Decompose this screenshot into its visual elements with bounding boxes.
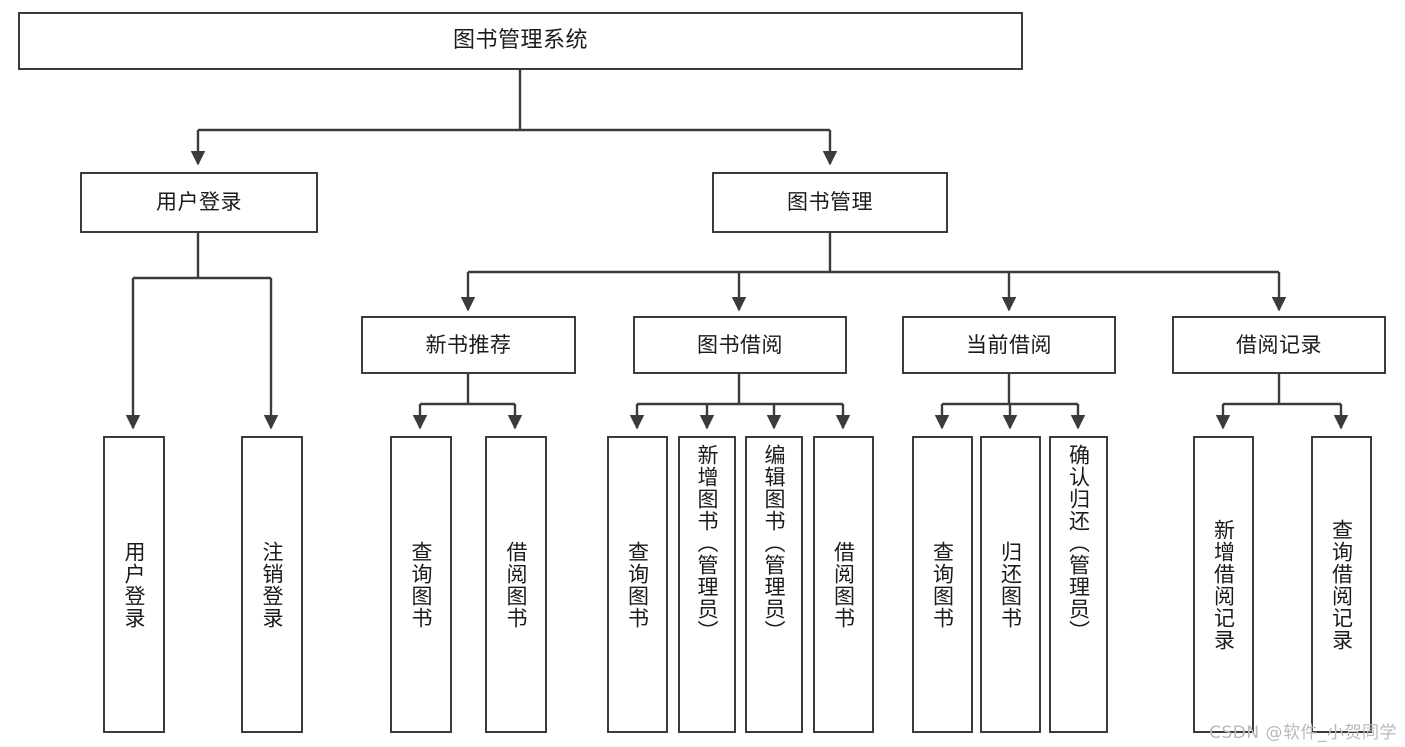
node-leaf-confirm-return[interactable]: 确认归还（管理员） [1049, 436, 1108, 733]
node-leaf-edit-book-label: 编辑图书（管理员） [762, 444, 787, 642]
node-leaf-add-book[interactable]: 新增图书（管理员） [678, 436, 736, 733]
node-book-management[interactable]: 图书管理 [712, 172, 948, 233]
node-leaf-add-book-label: 新增图书（管理员） [695, 444, 720, 642]
node-leaf-borrow-book-2[interactable]: 借阅图书 [813, 436, 874, 733]
node-leaf-query-book-2-label: 查询图书 [625, 540, 650, 629]
node-leaf-query-borrow-record[interactable]: 查询借阅记录 [1311, 436, 1372, 733]
node-leaf-borrow-book-1[interactable]: 借阅图书 [485, 436, 547, 733]
node-leaf-user-login-label: 用户登录 [122, 540, 147, 629]
node-leaf-query-book-3[interactable]: 查询图书 [912, 436, 973, 733]
node-user-login[interactable]: 用户登录 [80, 172, 318, 233]
node-current-borrow-label: 当前借阅 [966, 332, 1052, 357]
node-leaf-add-borrow-record-label: 新增借阅记录 [1211, 518, 1236, 651]
node-leaf-borrow-book-1-label: 借阅图书 [504, 540, 529, 629]
csdn-watermark: CSDN @软件_小贺同学 [1209, 723, 1397, 743]
node-leaf-query-borrow-record-label: 查询借阅记录 [1329, 518, 1354, 651]
node-leaf-logout-login-label: 注销登录 [260, 540, 285, 629]
node-leaf-add-borrow-record[interactable]: 新增借阅记录 [1193, 436, 1254, 733]
node-leaf-query-book-3-label: 查询图书 [930, 540, 955, 629]
node-new-book-recommend[interactable]: 新书推荐 [361, 316, 576, 374]
node-leaf-user-login[interactable]: 用户登录 [103, 436, 165, 733]
node-book-borrow-label: 图书借阅 [697, 332, 783, 357]
node-book-borrow[interactable]: 图书借阅 [633, 316, 847, 374]
node-current-borrow[interactable]: 当前借阅 [902, 316, 1116, 374]
node-user-login-label: 用户登录 [156, 190, 242, 215]
node-borrow-record-label: 借阅记录 [1236, 332, 1322, 357]
node-leaf-edit-book[interactable]: 编辑图书（管理员） [745, 436, 803, 733]
node-leaf-query-book-1[interactable]: 查询图书 [390, 436, 452, 733]
node-leaf-query-book-1-label: 查询图书 [409, 540, 434, 629]
node-root-system-label: 图书管理系统 [452, 28, 588, 54]
node-root-system[interactable]: 图书管理系统 [18, 12, 1023, 70]
node-leaf-return-book-label: 归还图书 [998, 540, 1023, 629]
node-leaf-return-book[interactable]: 归还图书 [980, 436, 1041, 733]
node-leaf-query-book-2[interactable]: 查询图书 [607, 436, 668, 733]
node-borrow-record[interactable]: 借阅记录 [1172, 316, 1386, 374]
node-leaf-confirm-return-label: 确认归还（管理员） [1066, 444, 1091, 642]
node-book-management-label: 图书管理 [787, 190, 873, 215]
node-leaf-borrow-book-2-label: 借阅图书 [831, 540, 856, 629]
node-new-book-recommend-label: 新书推荐 [425, 332, 512, 357]
node-leaf-logout-login[interactable]: 注销登录 [241, 436, 303, 733]
